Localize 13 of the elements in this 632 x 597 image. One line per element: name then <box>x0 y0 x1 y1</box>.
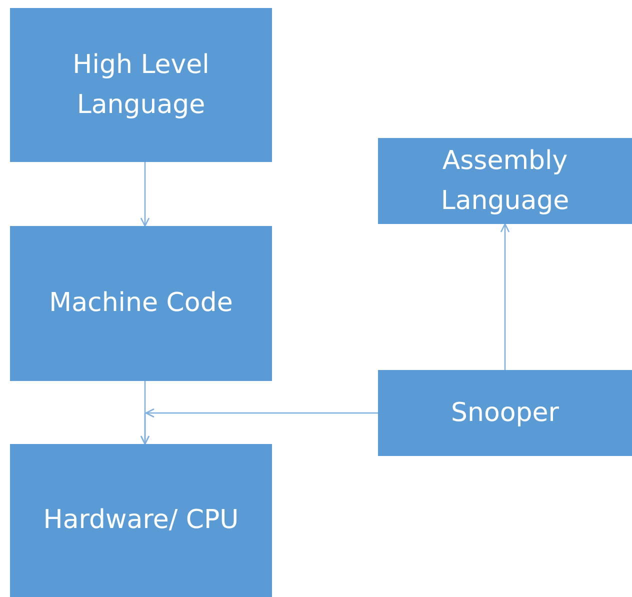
process-box <box>10 226 272 381</box>
box-label: Snooper <box>451 396 559 430</box>
box-label: High Level Language <box>72 48 210 122</box>
arrow <box>140 162 150 227</box>
arrow <box>500 223 510 370</box>
box-label: Assembly Language <box>440 144 570 218</box>
process-box <box>10 8 272 162</box>
process-box <box>378 138 632 224</box>
box-label: Machine Code <box>49 287 233 320</box>
box-label: Hardware/ CPU <box>43 504 239 538</box>
process-box <box>10 444 272 597</box>
process-box <box>378 370 632 456</box>
arrow <box>140 408 379 445</box>
